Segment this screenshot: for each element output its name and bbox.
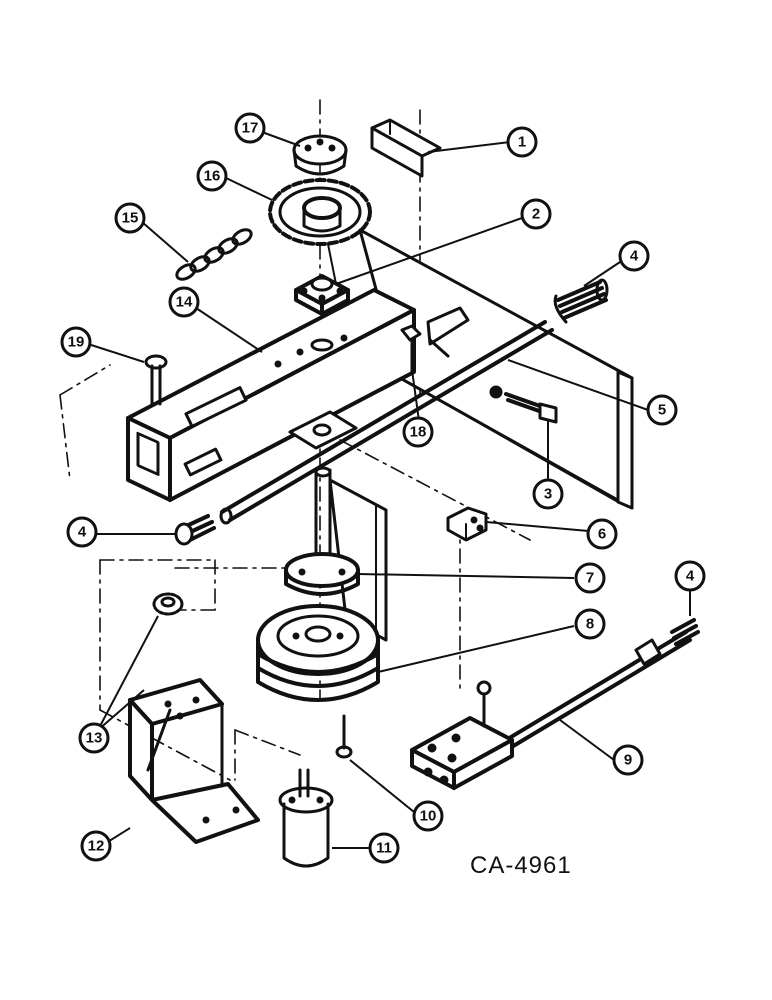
part-19-bolt [144, 354, 168, 406]
svg-text:16: 16 [204, 168, 221, 185]
part-9-lever-arm [410, 618, 700, 790]
callout-4-left: 4 [66, 516, 98, 548]
part-17-hub [292, 134, 348, 176]
svg-text:3: 3 [544, 486, 552, 503]
part-15-chain [175, 228, 253, 281]
svg-text:15: 15 [122, 210, 139, 227]
callout-10: 10 [412, 800, 444, 832]
part-1-angle-bracket [370, 118, 442, 178]
callout-8: 8 [574, 608, 606, 640]
svg-text:6: 6 [598, 526, 606, 543]
part-12-mount-bracket [128, 678, 260, 844]
svg-text:5: 5 [658, 402, 666, 419]
svg-text:12: 12 [88, 838, 105, 855]
callout-17: 17 [234, 112, 266, 144]
callout-18: 18 [402, 416, 434, 448]
part-7-shaft-flange [284, 466, 360, 596]
part-10-bolt [335, 714, 353, 759]
part-16-sprocket [268, 178, 372, 246]
callouts: 1 17 16 15 2 4 14 19 5 18 3 4 6 7 4 8 13… [60, 112, 706, 864]
svg-text:13: 13 [86, 730, 103, 747]
callout-13: 13 [78, 722, 110, 754]
part-8-pulley [256, 604, 380, 702]
svg-text:19: 19 [68, 334, 85, 351]
callout-9: 9 [612, 744, 644, 776]
callout-2: 2 [520, 198, 552, 230]
svg-text:11: 11 [376, 840, 392, 857]
svg-text:8: 8 [586, 616, 594, 633]
svg-text:4: 4 [78, 524, 87, 541]
part-13-nut [152, 592, 184, 616]
svg-text:2: 2 [532, 206, 540, 223]
part-14-frame-tube [126, 288, 416, 502]
callout-4-right: 4 [674, 560, 706, 592]
svg-text:14: 14 [176, 294, 193, 311]
callout-16: 16 [196, 160, 228, 192]
svg-text:18: 18 [410, 424, 427, 441]
part-18-3-bolts [400, 306, 558, 424]
callout-14: 14 [168, 286, 200, 318]
callout-19: 19 [60, 326, 92, 358]
callout-4-upper: 4 [618, 240, 650, 272]
svg-text:17: 17 [242, 120, 259, 137]
svg-text:1: 1 [518, 134, 526, 151]
part-4-spring-left [174, 514, 216, 546]
leader-lines [87, 131, 691, 849]
part-4-spring-upper [553, 278, 609, 324]
svg-text:4: 4 [630, 248, 639, 265]
part-6-bracket [446, 506, 488, 542]
callout-7: 7 [574, 562, 606, 594]
part-11-motor [278, 768, 334, 868]
callout-3: 3 [532, 478, 564, 510]
callout-15: 15 [114, 202, 146, 234]
callout-6: 6 [586, 518, 618, 550]
drawing-code-label: CA-4961 [470, 852, 572, 879]
svg-text:9: 9 [624, 752, 632, 769]
callout-11: 11 [368, 832, 400, 864]
callout-12: 12 [80, 830, 112, 862]
part-5-shaft [219, 320, 554, 525]
svg-text:7: 7 [586, 570, 594, 587]
svg-text:4: 4 [686, 568, 695, 585]
callout-5: 5 [646, 394, 678, 426]
callout-1: 1 [506, 126, 538, 158]
svg-text:10: 10 [420, 808, 437, 825]
